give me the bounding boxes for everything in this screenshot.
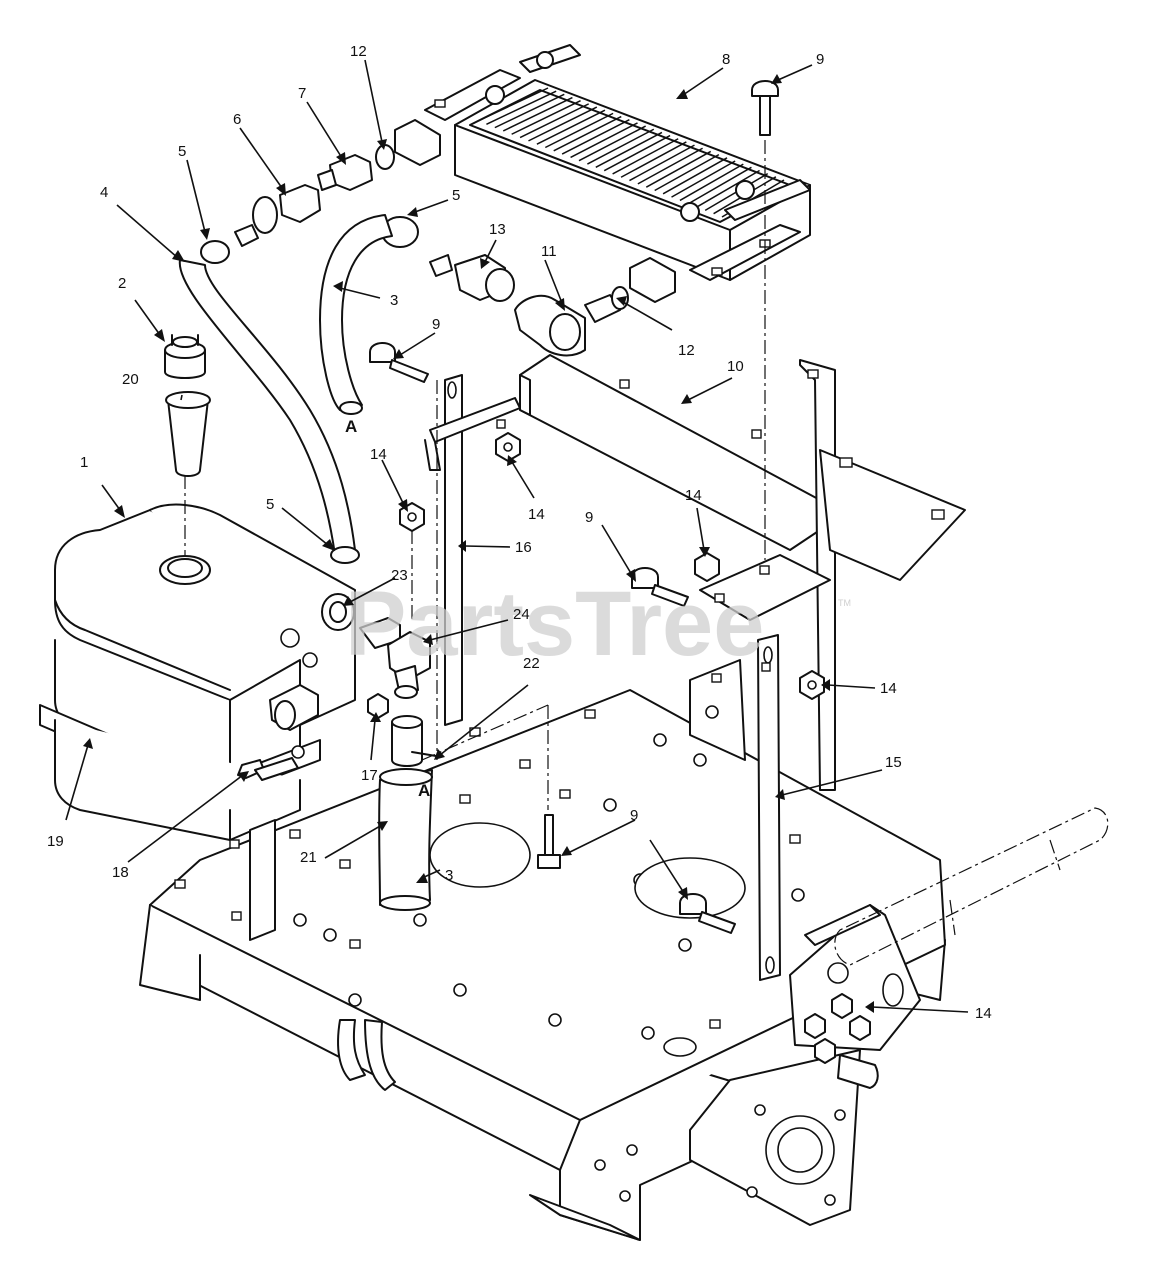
callout-3-upper: 3	[390, 292, 398, 309]
callout-7: 7	[298, 85, 306, 102]
cooler-fin-line	[477, 87, 549, 122]
section-mark-a-upper: A	[345, 417, 357, 436]
cooler-fin-line	[662, 157, 728, 195]
callout-12-right: 12	[678, 342, 695, 359]
centerlines	[184, 140, 766, 810]
callout-3-lower: 3	[445, 867, 453, 884]
callout-8: 8	[722, 51, 730, 68]
cooler-fin-line	[486, 90, 557, 125]
oil-reservoir	[39, 503, 356, 941]
cooler-fin-line	[553, 115, 622, 152]
watermark-text: PartsTree	[345, 573, 764, 675]
cooler-fin-line	[578, 125, 647, 162]
cooler-fin-line	[612, 138, 679, 175]
callout-9-top: 9	[816, 51, 824, 68]
hoses	[178, 214, 433, 911]
fittings-middle	[381, 216, 629, 357]
callout-18: 18	[112, 864, 129, 881]
upper-bracket	[519, 354, 966, 791]
callout-6: 6	[233, 111, 241, 128]
cooler-fin-line	[528, 106, 598, 142]
callout-9-lower: 9	[630, 807, 638, 824]
fittings-top	[200, 144, 395, 264]
cooler-fin-line	[502, 96, 573, 132]
cooler-fin-line	[570, 122, 638, 159]
callout-5-middle: 5	[452, 187, 460, 204]
callout-23: 23	[391, 567, 408, 584]
cooler-fin-line	[544, 112, 614, 149]
cooler-fin-line	[654, 153, 720, 192]
frame-base	[139, 689, 946, 1241]
cooler-fin-line	[645, 150, 712, 188]
callout-20: 20	[122, 371, 139, 388]
oil-cooler	[394, 44, 811, 303]
callout-15: 15	[885, 754, 902, 771]
callout-16: 16	[515, 539, 532, 556]
callout-17: 17	[361, 767, 378, 784]
callout-11: 11	[541, 243, 557, 260]
callout-1: 1	[80, 454, 88, 471]
callout-4: 4	[100, 184, 108, 201]
callout-19: 19	[47, 833, 64, 850]
callout-2: 2	[118, 275, 126, 292]
callout-12-top: 12	[350, 43, 367, 60]
watermark: PartsTree TM	[345, 573, 851, 675]
cooler-fin-line	[603, 134, 671, 172]
cooler-fin-line	[637, 147, 703, 185]
callout-14-center: 14	[528, 506, 545, 523]
cooler-fin-line	[511, 100, 581, 135]
cooler-fin-line	[561, 119, 630, 155]
callout-24: 24	[513, 606, 530, 623]
cooler-fin-line	[679, 163, 744, 202]
right-mount	[789, 807, 1109, 1089]
cooler-fin-line	[696, 169, 760, 208]
strap-16	[424, 374, 521, 726]
cooler-fin-line	[519, 103, 590, 139]
cap-and-strainer	[164, 334, 211, 477]
small-parts	[237, 80, 825, 934]
strap-15	[757, 634, 781, 981]
callout-10: 10	[727, 358, 744, 375]
arrowheads	[83, 74, 874, 1013]
callout-5-top: 5	[178, 143, 186, 160]
callout-21: 21	[300, 849, 317, 866]
callout-9-upper: 9	[432, 316, 440, 333]
callout-13: 13	[489, 221, 506, 238]
callout-14-left: 14	[370, 446, 387, 463]
cooler-fin-line	[671, 160, 736, 198]
callout-9-right: 9	[585, 509, 593, 526]
cooler-fin-line	[595, 131, 663, 169]
callout-22: 22	[523, 655, 540, 672]
callout-labels: 1 2 3 3 4 5 5 5 6 7 8 9 9 9 9 10 11 12 1…	[47, 43, 992, 1022]
cooler-fin-line	[620, 141, 687, 178]
callout-14-right: 14	[880, 680, 897, 697]
leader-lines	[65, 59, 969, 1013]
callout-5-lower: 5	[266, 496, 274, 513]
callout-14-bottom: 14	[975, 1005, 992, 1022]
section-mark-a-lower: A	[418, 781, 430, 800]
cooler-fin-line	[687, 166, 752, 205]
cooler-fin-line	[494, 93, 565, 129]
cooler-fin-line	[629, 144, 695, 182]
cooler-fin-line	[536, 109, 606, 145]
callout-14-bracket: 14	[685, 487, 702, 504]
watermark-trademark: TM	[838, 598, 851, 608]
cooler-fin-line	[587, 128, 655, 165]
